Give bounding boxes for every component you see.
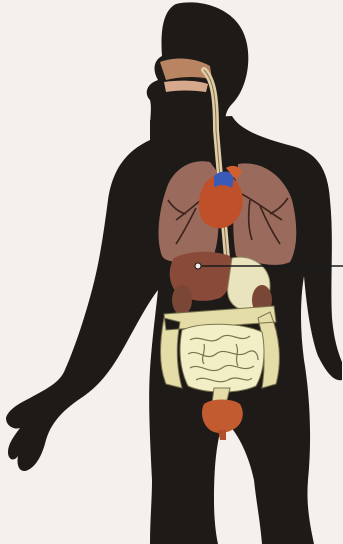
mouth-cavity-icon xyxy=(160,59,212,92)
small-intestine-icon xyxy=(180,324,264,392)
kidney-left-icon xyxy=(172,285,192,315)
